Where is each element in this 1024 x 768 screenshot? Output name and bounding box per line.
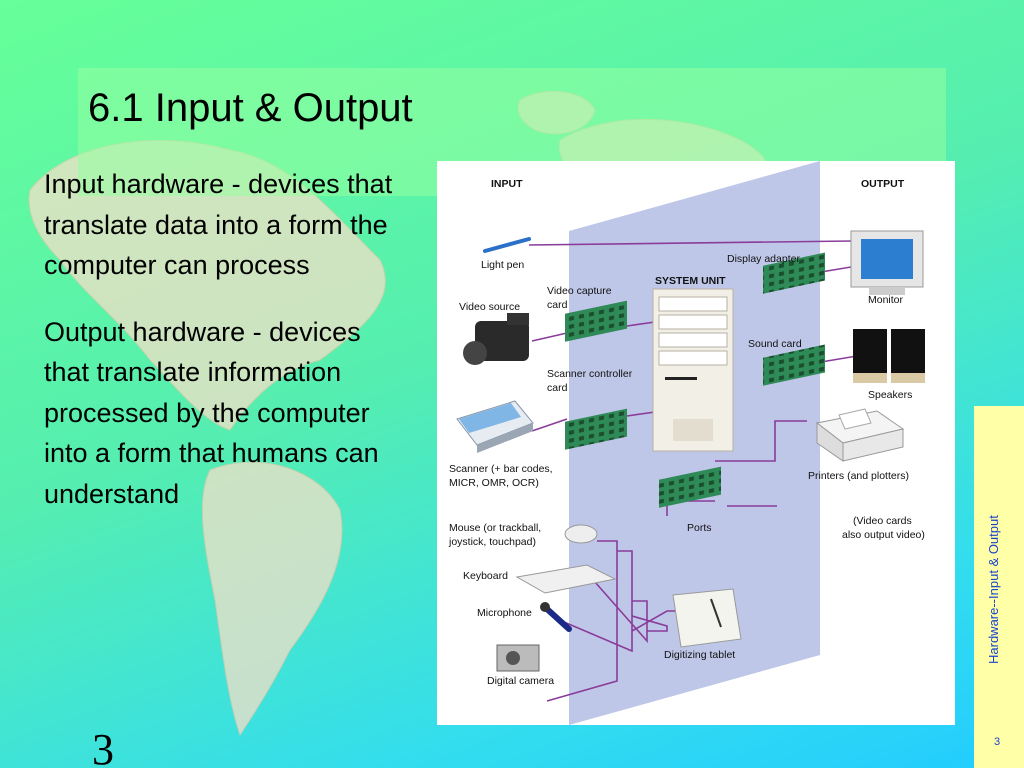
slide-page-number: 3 — [92, 725, 114, 768]
mouse-label-2: joystick, touchpad) — [448, 536, 536, 548]
video-capture-card-icon — [565, 300, 627, 342]
scanner-controller-label-2: card — [547, 382, 568, 394]
keyboard-label: Keyboard — [463, 570, 508, 582]
monitor-label: Monitor — [868, 294, 904, 306]
digital-camera-label: Digital camera — [487, 675, 554, 687]
microphone-icon — [540, 602, 572, 632]
video-cards-note-1: (Video cards — [853, 515, 912, 527]
slide-title: 6.1 Input & Output — [88, 86, 413, 130]
scanner-controller-label-1: Scanner controller — [547, 368, 633, 380]
video-capture-label-2: card — [547, 299, 568, 311]
footer-page-number: 3 — [994, 736, 1001, 748]
scanner-icon — [456, 400, 534, 453]
output-header: OUTPUT — [861, 178, 905, 190]
printer-icon — [815, 408, 905, 462]
speakers-label: Speakers — [868, 389, 912, 401]
sound-card-icon — [763, 344, 825, 386]
digital-camera-icon — [496, 644, 540, 672]
display-adapter-card-icon — [763, 252, 825, 294]
mouse-icon — [564, 524, 598, 544]
io-diagram-svg: INPUT OUTPUT SYSTEM UNIT — [448, 161, 925, 725]
microphone-label: Microphone — [477, 607, 532, 619]
monitor-icon — [850, 230, 924, 295]
speakers-icon — [853, 329, 925, 383]
digitizing-tablet-icon — [672, 588, 742, 648]
light-pen-icon — [483, 237, 531, 253]
body-text: Input hardware - devices that translate … — [44, 164, 404, 540]
video-camera-icon — [463, 313, 529, 365]
video-cards-note-2: also output video) — [842, 529, 925, 541]
footer-band — [974, 406, 1024, 768]
south-america-shape — [201, 461, 343, 737]
ports-label: Ports — [687, 522, 712, 534]
ports-card-icon — [659, 466, 721, 508]
video-capture-label-1: Video capture — [547, 285, 612, 297]
scanner-controller-card-icon — [565, 408, 627, 450]
digitizing-tablet-label: Digitizing tablet — [664, 649, 735, 661]
io-diagram: INPUT OUTPUT SYSTEM UNIT — [437, 161, 955, 725]
scanner-label-1: Scanner (+ bar codes, — [449, 463, 553, 475]
footer-vertical-title: Hardware--Input & Output — [986, 515, 1001, 664]
input-hardware-paragraph: Input hardware - devices that translate … — [44, 169, 393, 280]
input-header: INPUT — [491, 178, 523, 190]
mouse-label-1: Mouse (or trackball, — [449, 522, 541, 534]
keyboard-icon — [515, 564, 617, 594]
video-source-label: Video source — [459, 301, 520, 313]
printers-label: Printers (and plotters) — [808, 470, 909, 482]
scanner-label-2: MICR, OMR, OCR) — [449, 477, 539, 489]
system-unit-tower-icon — [652, 288, 734, 452]
display-adapter-label: Display adapter — [727, 253, 800, 265]
sound-card-label: Sound card — [748, 338, 802, 350]
light-pen-label: Light pen — [481, 259, 524, 271]
output-hardware-paragraph: Output hardware - devices that translate… — [44, 316, 379, 509]
system-unit-label: SYSTEM UNIT — [655, 275, 726, 287]
